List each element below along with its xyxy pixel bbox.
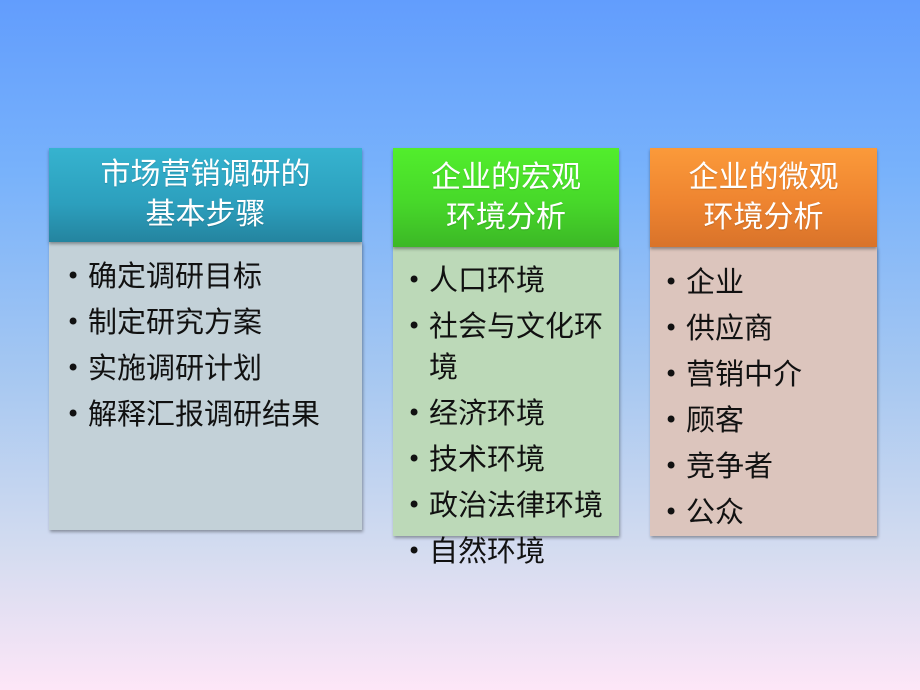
bullet-icon: • [664, 360, 679, 388]
panel-title-line: 市场营销调研的 [100, 157, 311, 192]
bullet-list: •确定调研目标 •制定研究方案 •实施调研计划 •解释汇报调研结果 [66, 256, 356, 440]
bullet-icon: • [407, 266, 422, 294]
list-item-text: 实施调研计划 [88, 351, 263, 385]
bullet-icon: • [66, 262, 81, 290]
bullet-icon: • [407, 399, 422, 427]
panel-header: 企业的微观 环境分析 [650, 148, 877, 247]
panel-body [49, 242, 362, 530]
list-item: •技术环境 [407, 439, 617, 480]
list-item: •解释汇报调研结果 [66, 394, 324, 435]
panel-body [650, 247, 877, 536]
panel-title-line: 环境分析 [703, 199, 824, 235]
bullet-icon: • [407, 537, 422, 565]
bullet-icon: • [407, 445, 422, 473]
list-item-text: 确定调研目标 [88, 259, 263, 293]
panel-title-line: 企业的宏观 [431, 159, 581, 195]
list-item: •自然环境 [407, 531, 617, 572]
panel-header: 市场营销调研的 基本步骤 [49, 148, 362, 242]
list-item-text: 人口环境 [429, 263, 546, 297]
bullet-icon: • [66, 308, 81, 336]
bullet-list: •人口环境 •社会与文化环境 •经济环境 •技术环境 •政治法律环境 •自然环境 [407, 260, 617, 577]
list-item-text: 社会与文化环境 [429, 309, 604, 384]
bullet-icon: • [664, 452, 679, 480]
list-item-text: 政治法律环境 [429, 488, 604, 522]
list-item-text: 竞争者 [686, 449, 774, 483]
list-item: •顾客 [664, 400, 874, 441]
list-item-text: 营销中介 [686, 357, 803, 391]
bullet-icon: • [664, 498, 679, 526]
list-item-text: 自然环境 [429, 534, 546, 568]
list-item: •实施调研计划 [66, 348, 356, 389]
list-item-text: 公众 [686, 495, 745, 529]
list-item-text: 供应商 [686, 311, 774, 345]
list-item: •企业 [664, 262, 874, 303]
list-item: •经济环境 [407, 393, 617, 434]
list-item-text: 技术环境 [429, 442, 546, 476]
bullet-list: •企业 •供应商 •营销中介 •顾客 •竞争者 •公众 [664, 262, 874, 538]
list-item-text: 解释汇报调研结果 [88, 397, 321, 431]
bullet-icon: • [66, 400, 81, 428]
list-item: •确定调研目标 [66, 256, 356, 297]
panel-title-line: 基本步骤 [145, 197, 266, 232]
list-item-text: 企业 [686, 265, 745, 299]
list-item: •制定研究方案 [66, 302, 356, 343]
list-item: •供应商 [664, 308, 874, 349]
list-item-text: 制定研究方案 [88, 305, 263, 339]
list-item: •营销中介 [664, 354, 874, 395]
bullet-icon: • [407, 312, 422, 340]
panel-header: 企业的宏观 环境分析 [393, 148, 619, 247]
panel-title-line: 企业的微观 [688, 159, 839, 195]
bullet-icon: • [664, 314, 679, 342]
bullet-icon: • [407, 491, 422, 519]
bullet-icon: • [664, 268, 679, 296]
list-item: •社会与文化环境 [407, 306, 619, 388]
list-item-text: 顾客 [686, 403, 745, 437]
list-item: •竞争者 [664, 446, 874, 487]
list-item: •人口环境 [407, 260, 617, 301]
panel-title-line: 环境分析 [446, 199, 566, 235]
bullet-icon: • [66, 354, 81, 382]
panel-body [393, 247, 619, 536]
list-item-text: 经济环境 [429, 396, 546, 430]
list-item: •政治法律环境 [407, 485, 619, 526]
bullet-icon: • [664, 406, 679, 434]
list-item: •公众 [664, 492, 874, 533]
